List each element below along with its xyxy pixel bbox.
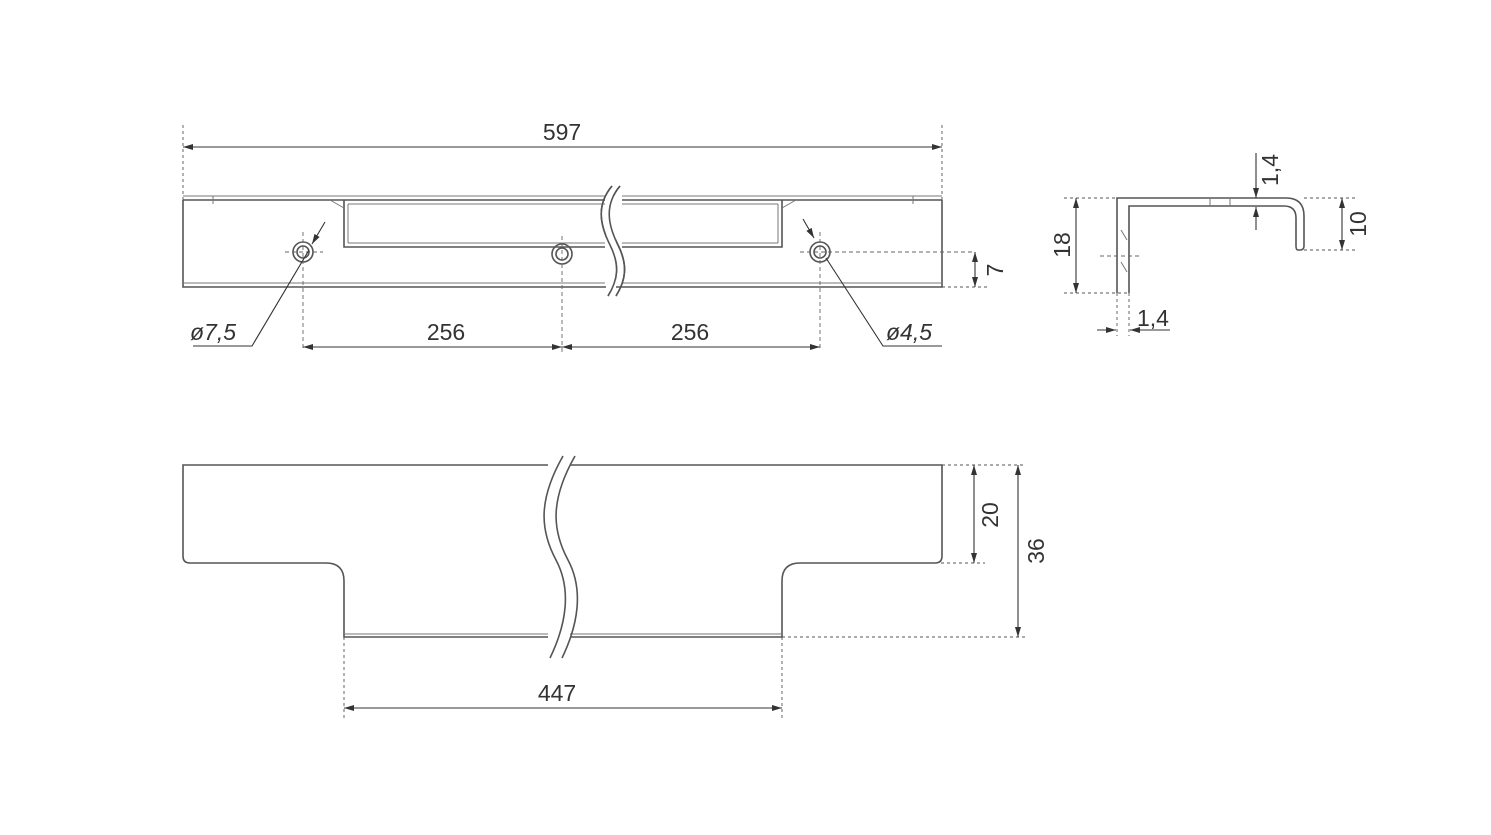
front-view: 597 [182,119,1008,354]
hole-right [800,232,975,350]
dim-label-1-4-bottom: 1,4 [1137,305,1169,331]
dim-label-36: 36 [1023,538,1049,564]
dim-label-256-left: 256 [427,319,465,345]
dim-label-diameter-small: ø4,5 [886,319,932,345]
hole-left [285,232,323,350]
break-line-top [543,455,567,659]
dim-label-7: 7 [982,264,1008,277]
dim-label-597: 597 [543,119,581,145]
dim-label-10: 10 [1345,211,1371,237]
dim-label-447: 447 [538,680,576,706]
dim-label-1-4-top: 1,4 [1257,154,1283,186]
dim-label-18: 18 [1049,232,1075,258]
top-view-outline [182,455,943,659]
side-profile-shape [1100,197,1305,293]
front-profile-body [182,185,943,297]
top-view: 20 36 447 [182,455,1049,718]
dim-label-256-right: 256 [671,319,709,345]
leader-diameter-small [825,257,942,347]
side-profile-view: 18 10 1,4 1,4 [1049,153,1371,336]
hole-center [551,236,573,354]
dim-label-20: 20 [977,502,1003,528]
leader-diameter-large [193,249,310,347]
dim-label-diameter-large: ø7,5 [190,319,236,345]
